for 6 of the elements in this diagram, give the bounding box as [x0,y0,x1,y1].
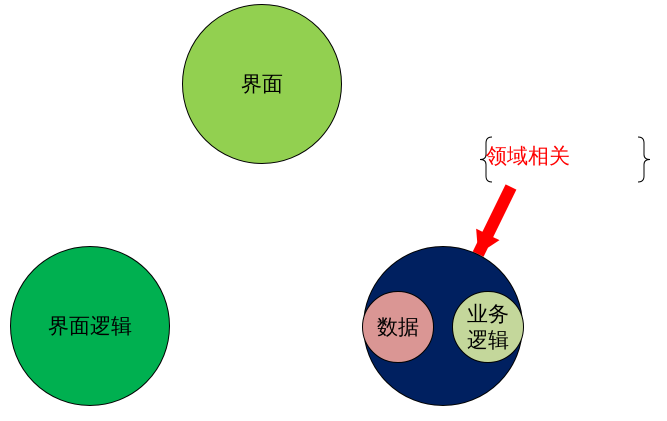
node-label: 数据 [376,314,420,340]
arrow [472,184,516,257]
node-label: 业务逻辑 [466,300,510,354]
annotation-text: 领域相关 [486,144,570,168]
node-label: 界面逻辑 [48,312,132,340]
node-label: 界面 [241,70,283,98]
